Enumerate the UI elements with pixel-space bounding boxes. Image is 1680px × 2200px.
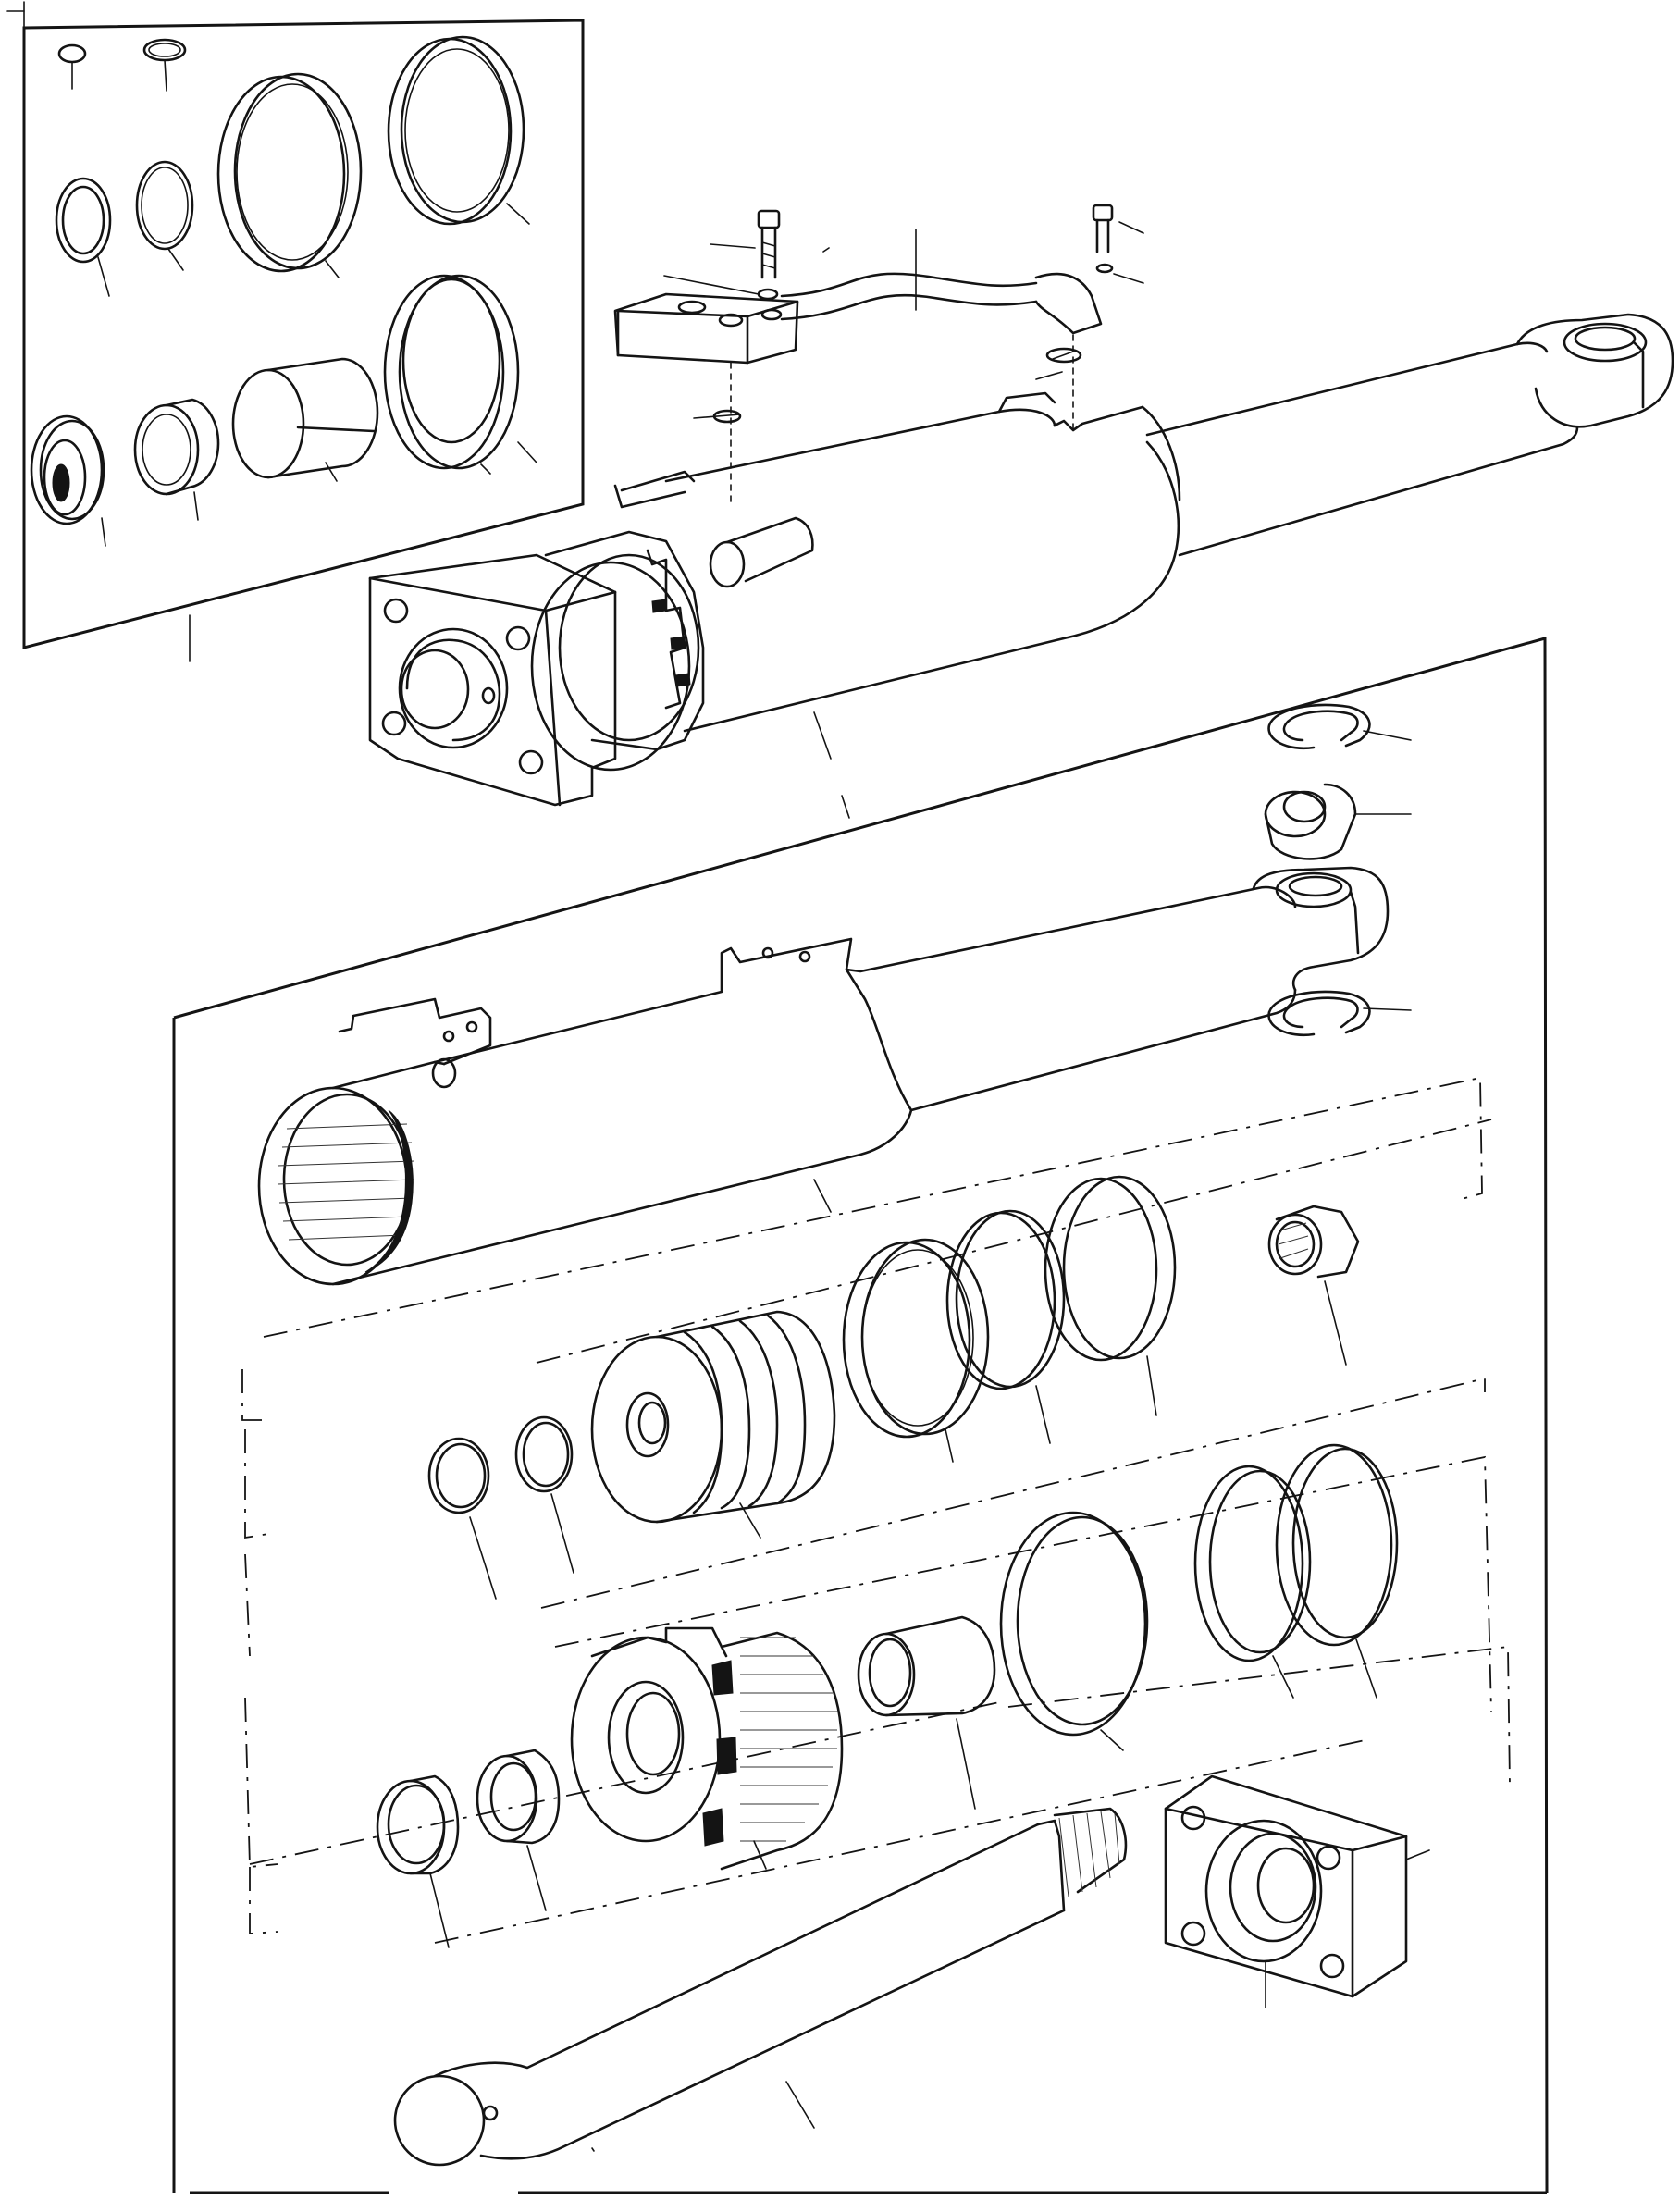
wiper-gland bbox=[376, 1774, 460, 1948]
cylinder-leader-top bbox=[813, 711, 850, 819]
o-ring-small-2 bbox=[142, 38, 187, 92]
snap-ring-upper bbox=[1267, 703, 1412, 750]
piston-o-ring-1 bbox=[427, 1437, 497, 1600]
guide-bushing bbox=[857, 1615, 996, 1810]
scraper-gland bbox=[476, 1749, 561, 1911]
screw bbox=[757, 209, 781, 301]
end-flange-top bbox=[368, 553, 617, 807]
gland-seal-ring bbox=[999, 1511, 1149, 1751]
wiper-seal bbox=[30, 414, 106, 547]
piston-seals bbox=[842, 1175, 1177, 1463]
wear-ring bbox=[216, 72, 363, 278]
bushing-small bbox=[1267, 1205, 1360, 1366]
cylinder-barrel-top bbox=[613, 391, 1181, 733]
gland-top bbox=[530, 530, 705, 772]
flange-block bbox=[613, 292, 799, 365]
scraper bbox=[133, 398, 220, 521]
piston-o-ring-2 bbox=[514, 1415, 574, 1574]
cylinder-barrel bbox=[257, 885, 1297, 1286]
hydraulic-tube bbox=[780, 272, 1103, 335]
seal-ring bbox=[383, 274, 537, 475]
exploded-frame bbox=[172, 637, 1549, 2194]
leader-lines-top bbox=[663, 221, 1144, 419]
piston-rod-top bbox=[1145, 341, 1579, 557]
pipe-boss-top bbox=[709, 516, 814, 588]
end-eye-exploded bbox=[1252, 866, 1390, 992]
rod-seal bbox=[387, 35, 530, 226]
snap-ring-lower bbox=[1267, 990, 1412, 1037]
piston bbox=[590, 1310, 836, 1539]
screw-right bbox=[1092, 204, 1114, 274]
rod-seal-pair bbox=[1193, 1443, 1399, 1699]
o-ring-small-1 bbox=[57, 43, 87, 90]
end-flange bbox=[1164, 1774, 1430, 2008]
o-ring bbox=[135, 160, 194, 271]
end-eye bbox=[1515, 313, 1674, 428]
backup-ring bbox=[55, 177, 112, 297]
bushing bbox=[231, 357, 379, 482]
dashed-alignment-top bbox=[712, 334, 1082, 505]
spherical-bearing bbox=[1264, 783, 1412, 860]
piston-rod bbox=[393, 1807, 1128, 2167]
gland bbox=[570, 1626, 844, 1871]
seal-kit-frame bbox=[6, 1, 585, 662]
